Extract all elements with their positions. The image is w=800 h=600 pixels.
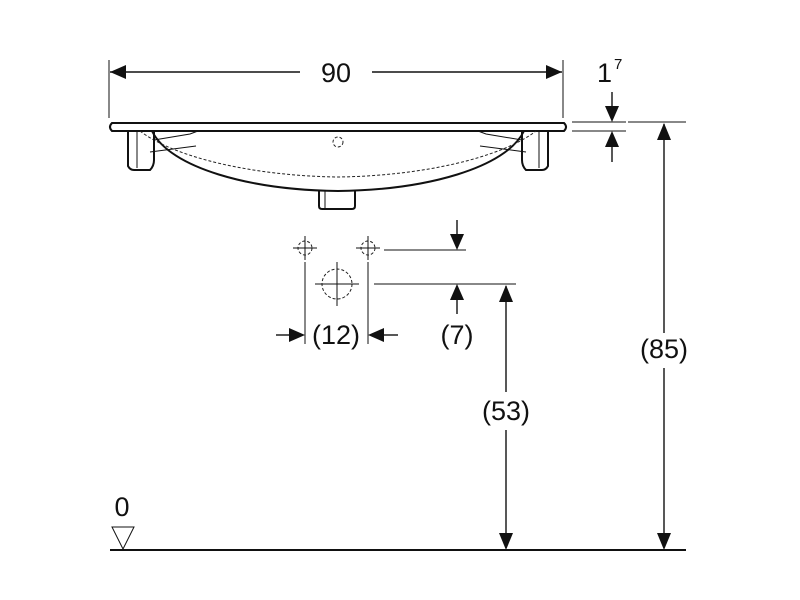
tap-holes xyxy=(293,236,380,306)
outlet-height-dimension: (53) xyxy=(482,285,530,550)
rim-thickness-label: 1 xyxy=(597,58,612,88)
total-height-dimension: (85) xyxy=(628,121,688,550)
rim-thickness-superscript: 7 xyxy=(614,56,622,73)
tap-spacing-dimension: (12) xyxy=(276,262,398,350)
total-height-label: (85) xyxy=(640,334,688,364)
floor-level: 0 xyxy=(110,492,686,551)
tap-spacing-label: (12) xyxy=(312,320,360,350)
tap-hole-left xyxy=(293,236,317,260)
outlet-height-arrow-bottom xyxy=(499,533,513,550)
washbasin-outline xyxy=(109,122,567,210)
outlet-height-arrow-top xyxy=(499,285,513,302)
width-dimension: 90 xyxy=(108,58,564,118)
width-arrow-left xyxy=(110,65,126,79)
width-arrow-right xyxy=(546,65,562,79)
width-label: 90 xyxy=(321,58,351,88)
floor-level-label: 0 xyxy=(114,492,129,522)
rim-thickness-dimension: 1 7 xyxy=(572,56,626,162)
total-height-arrow-top xyxy=(657,123,671,140)
outlet-height-label: (53) xyxy=(482,396,530,426)
tap-hole-right xyxy=(356,236,380,260)
tap-drop-dimension: (7) xyxy=(374,220,516,350)
total-height-arrow-bottom xyxy=(657,533,671,550)
waste-outlet-position xyxy=(315,262,359,306)
tap-drop-label: (7) xyxy=(441,320,474,350)
floor-level-marker-icon xyxy=(111,526,135,551)
